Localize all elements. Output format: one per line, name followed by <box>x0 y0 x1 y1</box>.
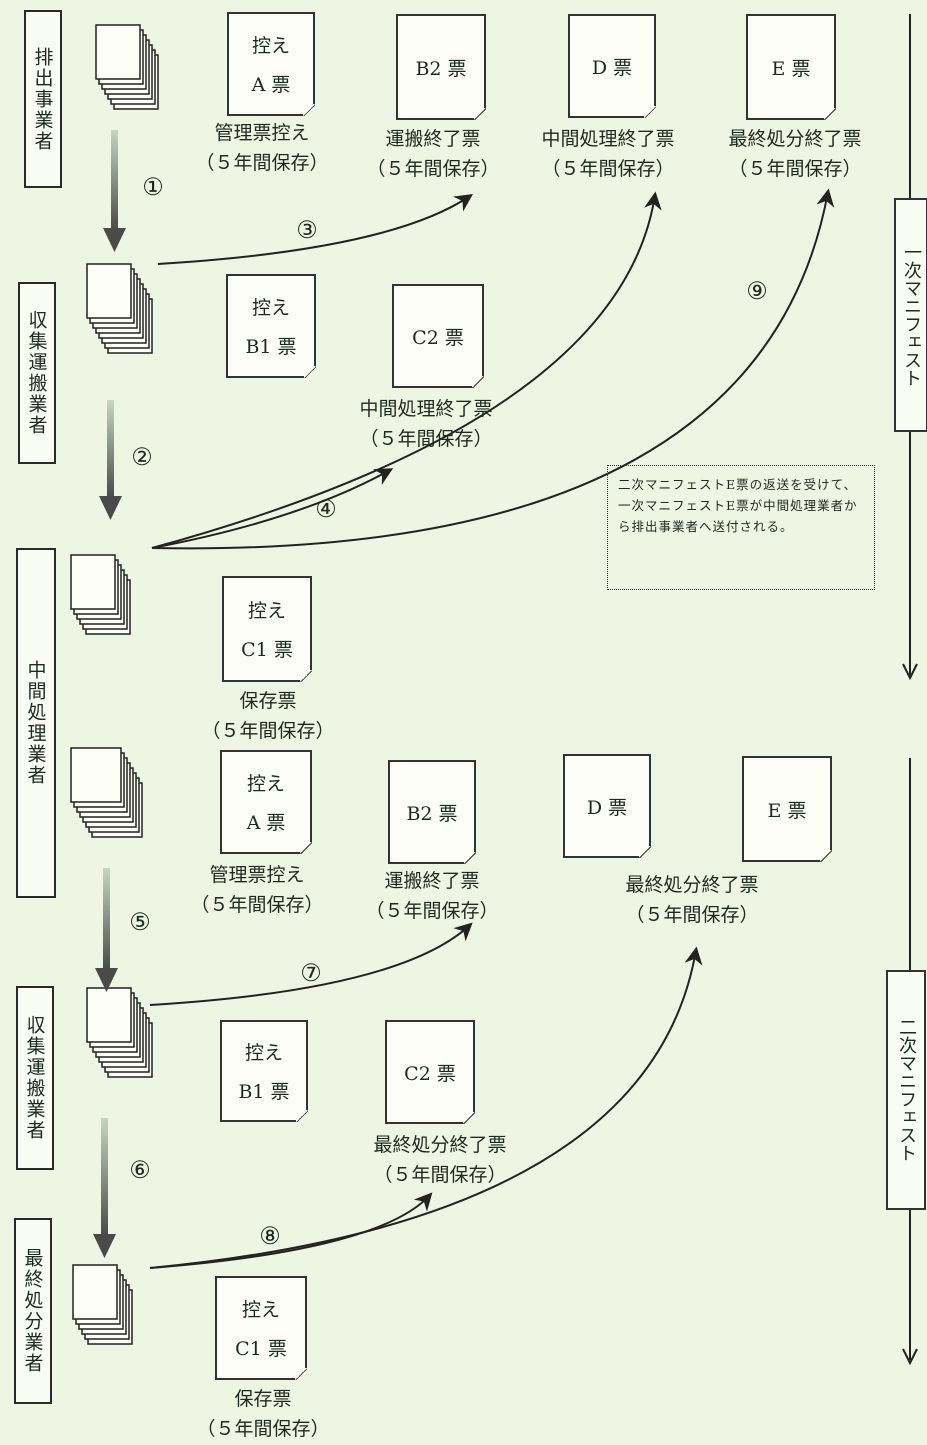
slip-caption: 保存票（５年間保存） <box>201 690 335 742</box>
secondary-manifest-label: 二次マニフェスト <box>886 970 926 1210</box>
primary-manifest-label: 一次マニフェスト <box>894 198 927 432</box>
slip-caption: 最終処分終了票（５年間保存） <box>625 874 759 926</box>
flow-arrow <box>149 1192 433 1269</box>
slip-c1-copy: 控え C1 票 <box>215 1276 307 1380</box>
step-8-label: ⑧ <box>259 1222 281 1250</box>
down-arrow-icon <box>103 130 126 252</box>
slip-caption: 最終処分終了票（５年間保存） <box>373 1134 507 1186</box>
slip-line: D 票 <box>591 56 633 79</box>
actor-discharger: 排出事業者 <box>24 10 62 188</box>
actor-final-disposer: 最終処分業者 <box>14 1218 52 1404</box>
slip-caption: 中間処理終了票（５年間保存） <box>359 398 493 450</box>
step-5-label: ⑤ <box>129 908 151 936</box>
slip-c2: C2 票 <box>385 1020 475 1124</box>
actor-intermediate-processor: 中間処理業者 <box>16 548 56 898</box>
slip-b2: B2 票 <box>396 14 486 120</box>
slip-line: 控え <box>246 773 285 795</box>
flow-arrow <box>151 191 662 549</box>
slip-line: C2 票 <box>412 326 464 349</box>
slip-caption: 管理票控え（５年間保存） <box>190 864 324 916</box>
paper-stack-icon <box>70 747 143 838</box>
step-1-label: ① <box>142 173 164 201</box>
paper-stack-icon <box>86 987 153 1078</box>
slip-b2: B2 票 <box>388 760 476 864</box>
step-3-label: ③ <box>296 216 318 244</box>
flow-arrow <box>151 468 394 549</box>
flow-arrow <box>157 193 473 265</box>
slip-c2: C2 票 <box>392 284 484 388</box>
flow-arrow <box>149 922 473 1006</box>
slip-line: 控え <box>244 1042 283 1064</box>
slip-line: 控え <box>247 600 286 622</box>
slip-line: B1 票 <box>245 336 297 358</box>
actor-collector-transporter: 収集運搬業者 <box>18 282 56 464</box>
slip-b1-copy: 控え B1 票 <box>226 274 316 378</box>
down-arrow-icon <box>95 868 118 992</box>
slip-line: C1 票 <box>241 639 293 661</box>
slip-d: D 票 <box>563 754 651 858</box>
slip-d: D 票 <box>568 14 656 118</box>
down-arrow-icon <box>99 400 122 520</box>
slip-caption: 保存票（５年間保存） <box>196 1388 330 1440</box>
paper-stack-icon <box>86 263 153 354</box>
slip-caption: 中間処理終了票（５年間保存） <box>541 128 675 180</box>
slip-b1-copy: 控え B1 票 <box>220 1020 308 1122</box>
paper-stack-icon <box>72 1264 133 1345</box>
slip-line: 控え <box>251 297 290 319</box>
slip-line: 控え <box>251 35 290 57</box>
step-6-label: ⑥ <box>129 1156 151 1184</box>
flow-arrow <box>149 946 703 1269</box>
slip-line: E 票 <box>771 57 811 80</box>
step-2-label: ② <box>131 443 153 471</box>
slip-a-copy: 控え A 票 <box>220 750 312 854</box>
step-7-label: ⑦ <box>300 959 322 987</box>
down-arrow-icon <box>93 1118 116 1258</box>
step-4-label: ④ <box>315 495 337 523</box>
slip-caption: 運搬終了票（５年間保存） <box>365 870 499 922</box>
slip-line: C1 票 <box>235 1338 287 1360</box>
slip-caption: 管理票控え（５年間保存） <box>195 122 329 174</box>
paper-stack-icon <box>95 24 159 110</box>
flow-arrow <box>151 188 835 550</box>
slip-a-copy: 控え A 票 <box>227 12 315 116</box>
slip-line: D 票 <box>586 796 628 819</box>
slip-line: B1 票 <box>238 1081 290 1103</box>
explanatory-note: 二次マニフェストE票の返送を受けて、一次マニフェストE票が中間処理業者から排出事… <box>607 465 875 590</box>
slip-e: E 票 <box>742 756 832 862</box>
paper-stack-icon <box>70 554 131 635</box>
slip-line: B2 票 <box>415 57 467 80</box>
slip-line: B2 票 <box>406 802 458 825</box>
slip-caption: 運搬終了票（５年間保存） <box>366 128 500 180</box>
slip-line: A 票 <box>251 74 291 96</box>
slip-c1-copy: 控え C1 票 <box>222 576 312 682</box>
slip-e: E 票 <box>746 14 836 120</box>
slip-line: 控え <box>241 1299 280 1321</box>
timeline-axis <box>902 14 918 1366</box>
slip-line: C2 票 <box>404 1062 456 1085</box>
slip-line: A 票 <box>246 812 286 834</box>
slip-line: E 票 <box>767 799 807 822</box>
step-9-label: ⑨ <box>746 277 768 305</box>
actor-collector-transporter: 収集運搬業者 <box>16 986 54 1170</box>
slip-caption: 最終処分終了票（５年間保存） <box>728 128 862 180</box>
